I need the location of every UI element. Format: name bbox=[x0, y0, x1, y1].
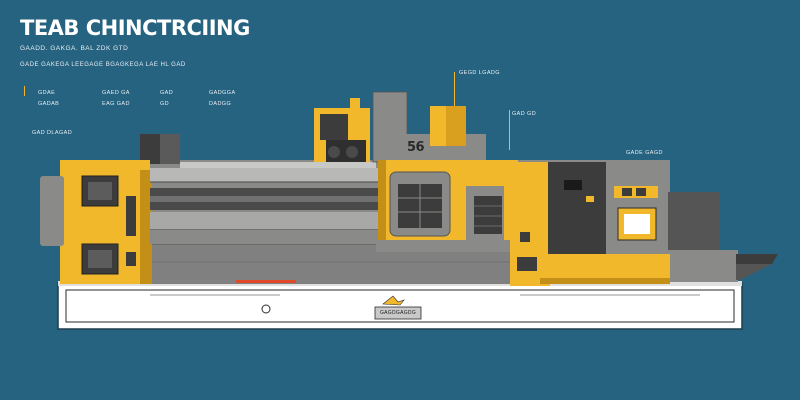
label-mid-1: GAED GA bbox=[102, 90, 130, 96]
red-indicator-strip bbox=[236, 280, 296, 283]
base-plate-label: GAGDGAGDG bbox=[379, 310, 417, 316]
label-mid-3: GAD bbox=[160, 90, 174, 96]
label-right-1: GADGGA bbox=[209, 90, 236, 96]
callout-tick-left bbox=[24, 86, 25, 96]
label-side-center: GAD GD bbox=[512, 111, 537, 117]
callout-tick-top bbox=[454, 72, 455, 106]
column-tower bbox=[372, 91, 408, 163]
label-left-1: GDAE bbox=[38, 90, 56, 96]
base-bolt bbox=[261, 304, 271, 314]
subtitle-line-1: GAADD. GAKGA. BAL ZDK GTD bbox=[20, 45, 129, 52]
bed-rail-top bbox=[150, 168, 380, 182]
label-mid-4: GD bbox=[160, 101, 170, 107]
label-top-center: GEGD LGADG bbox=[459, 70, 500, 76]
label-left-3: GAD DLAGAD bbox=[32, 130, 73, 136]
label-mid-2: EAG GAD bbox=[102, 101, 130, 107]
page-title: TEAB CHINCTRCIING bbox=[20, 16, 250, 40]
carriage-vent-panel bbox=[474, 196, 502, 234]
label-right-far: GADE GAGD bbox=[626, 150, 663, 156]
base-name-plate bbox=[374, 306, 422, 320]
machine-mark: 56 bbox=[407, 140, 425, 155]
subtitle-line-2: GADE GAKEGA LEEGAGE BGAGKEGA LAE HL GAD bbox=[20, 62, 186, 68]
right-indicator bbox=[515, 255, 539, 273]
callout-tick-side bbox=[509, 110, 510, 150]
label-left-2: GADAB bbox=[38, 101, 60, 107]
base-logo-icon bbox=[382, 295, 405, 306]
control-cabinet bbox=[548, 162, 606, 254]
machine-base-inner bbox=[65, 289, 735, 323]
label-right-2: DADGG bbox=[209, 101, 232, 107]
bed-rail-lower bbox=[150, 212, 380, 230]
